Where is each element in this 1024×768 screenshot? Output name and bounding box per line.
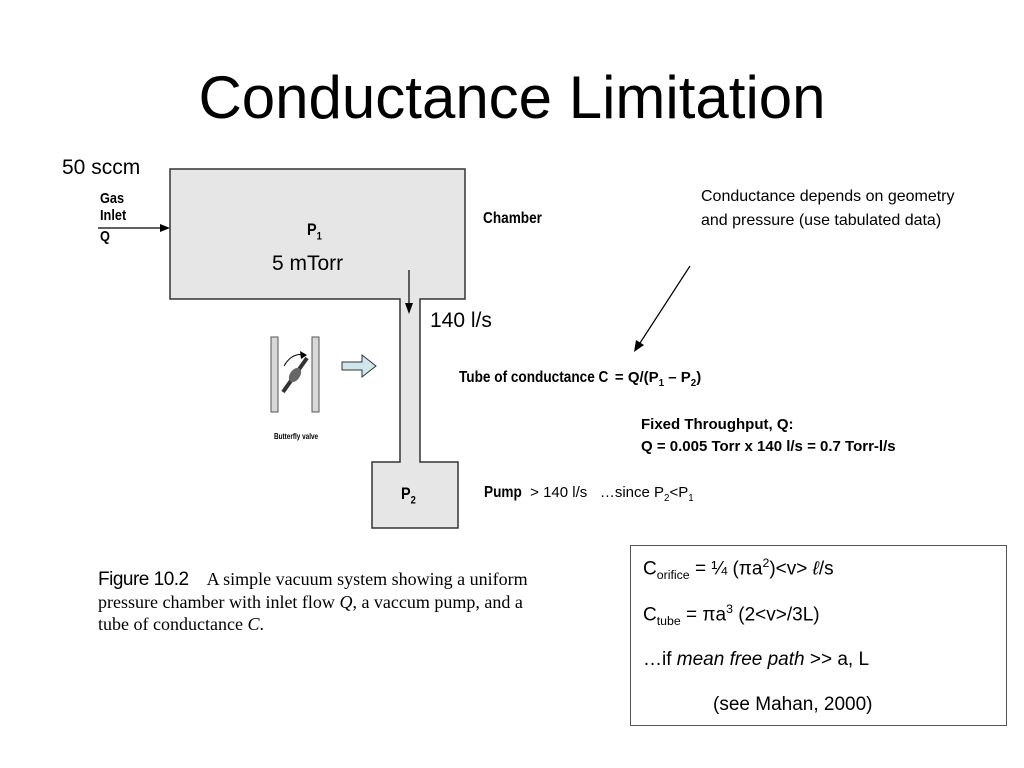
chamber-label: Chamber — [483, 210, 542, 227]
throughput-equation: Q = 0.005 Torr x 140 l/s = 0.7 Torr-l/s — [641, 438, 896, 455]
valve-caption: Butterfly valve — [274, 432, 319, 441]
tube-formula: Ctube = πa3 (2<v>/3L) — [643, 602, 820, 629]
formula-box: Corifice = ¼ (πa2)<v> ℓ/s Ctube = πa3 (2… — [630, 545, 1007, 726]
pump-speed-label: 140 l/s — [430, 309, 492, 332]
gas-inlet-label: Gas Inlet Q — [100, 190, 127, 245]
page-title: Conductance Limitation — [198, 64, 826, 131]
chamber-pressure: 5 mTorr — [272, 252, 344, 275]
tube-conductance-line: Tube of conductance C = Q/(P1 – P2) — [459, 369, 702, 389]
orifice-formula: Corifice = ¼ (πa2)<v> ℓ/s — [643, 556, 834, 583]
p1-label: P1 — [307, 220, 322, 243]
tube-equation: = Q/(P1 – P2) — [610, 369, 702, 389]
throughput-block: Fixed Throughput, Q: Q = 0.005 Torr x 14… — [641, 414, 896, 458]
mean-free-path-condition: …if mean free path >> a, L — [643, 649, 870, 670]
throughput-heading: Fixed Throughput, Q: — [641, 416, 794, 433]
figure-label: Figure 10.2 — [98, 569, 189, 590]
p2-label: P2 — [401, 484, 416, 507]
flow-label: 50 sccm — [62, 156, 141, 179]
pump-line: Pump > 140 l/s …since P2<P1 — [484, 484, 694, 504]
figure-caption: Figure 10.2 A simple vacuum system showi… — [98, 569, 528, 634]
reference-citation: (see Mahan, 2000) — [713, 694, 873, 715]
conductance-annotation: Conductance depends on geometry and pres… — [701, 188, 955, 229]
